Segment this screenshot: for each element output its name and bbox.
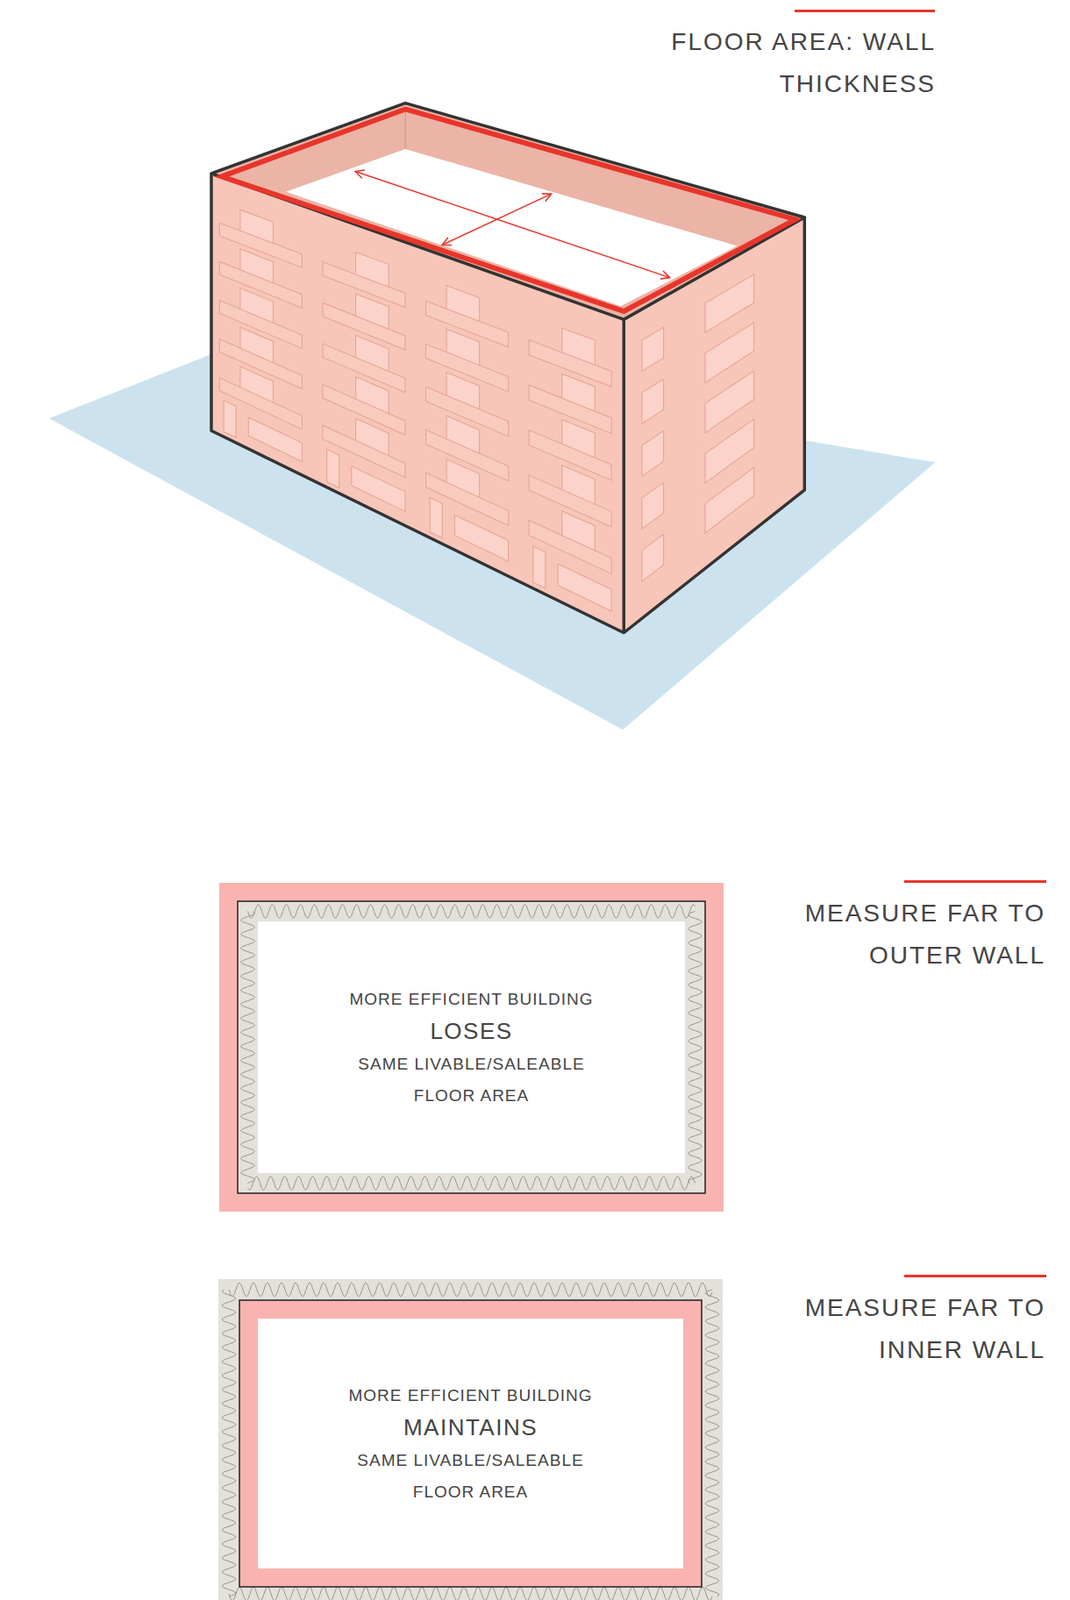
insulation-wave [221, 1290, 236, 1598]
insulation-band [237, 901, 706, 1194]
insulation-wave [228, 1283, 713, 1298]
heading-rule [904, 1275, 1047, 1278]
insulation-band [218, 1279, 723, 1600]
wall-section [219, 883, 724, 1213]
window [705, 467, 755, 534]
window [642, 431, 664, 478]
floor-plan: MORE EFFICIENT BUILDINGMAINTAINSSAME LIV… [218, 1279, 723, 1600]
dimension-arrow [355, 171, 671, 279]
building-outline [211, 173, 805, 634]
window [642, 327, 664, 371]
roof-parapet [211, 103, 805, 321]
plan-verdict: MAINTAINS [403, 1412, 538, 1444]
insulation-wave [705, 1290, 720, 1598]
window [705, 274, 755, 333]
plan-caption: MORE EFFICIENT BUILDING [348, 1380, 593, 1413]
window [642, 483, 664, 530]
window [223, 400, 236, 438]
insulation-wave [248, 1177, 696, 1192]
section-heading: MEASURE FAR TO OUTER WALL [756, 892, 1046, 978]
window [642, 378, 664, 424]
insulation-wave [688, 912, 703, 1185]
dimension-arrow [442, 193, 552, 245]
window [705, 370, 755, 434]
floor-plan: MORE EFFICIENT BUILDINGLOSESSAME LIVABLE… [219, 883, 724, 1213]
insulation-wave [228, 1587, 713, 1600]
insulation-wave [241, 912, 256, 1185]
interior [257, 921, 685, 1174]
window [429, 498, 443, 539]
window [327, 449, 340, 488]
wall-thickness-band [221, 109, 796, 312]
section-heading: MEASURE FAR TO INNER WALL [756, 1287, 1046, 1372]
interior-text: MORE EFFICIENT BUILDINGMAINTAINSSAME LIV… [257, 1319, 684, 1570]
window [705, 322, 755, 383]
interior-text: MORE EFFICIENT BUILDINGLOSESSAME LIVABLE… [257, 921, 685, 1174]
measured-wall [219, 883, 724, 1213]
insulation-wave [248, 905, 696, 920]
window [533, 546, 546, 589]
building-edge [622, 319, 626, 633]
measured-wall [239, 1300, 702, 1588]
title-rule [794, 9, 935, 13]
title: FLOOR AREA: WALL THICKNESS [663, 21, 936, 106]
plan-caption: MORE EFFICIENT BUILDING [349, 984, 593, 1016]
floor-plate [285, 149, 738, 307]
plan-caption: SAME LIVABLE/SALEABLE FLOOR AREA [339, 1445, 603, 1509]
heading-rule [904, 880, 1047, 884]
building-illustration [49, 103, 935, 731]
window [642, 535, 664, 583]
plan-caption: SAME LIVABLE/SALEABLE FLOOR AREA [340, 1048, 604, 1113]
plan-verdict: LOSES [429, 1015, 513, 1048]
window [248, 417, 302, 462]
interior [257, 1319, 684, 1570]
inner-corner [405, 110, 407, 150]
